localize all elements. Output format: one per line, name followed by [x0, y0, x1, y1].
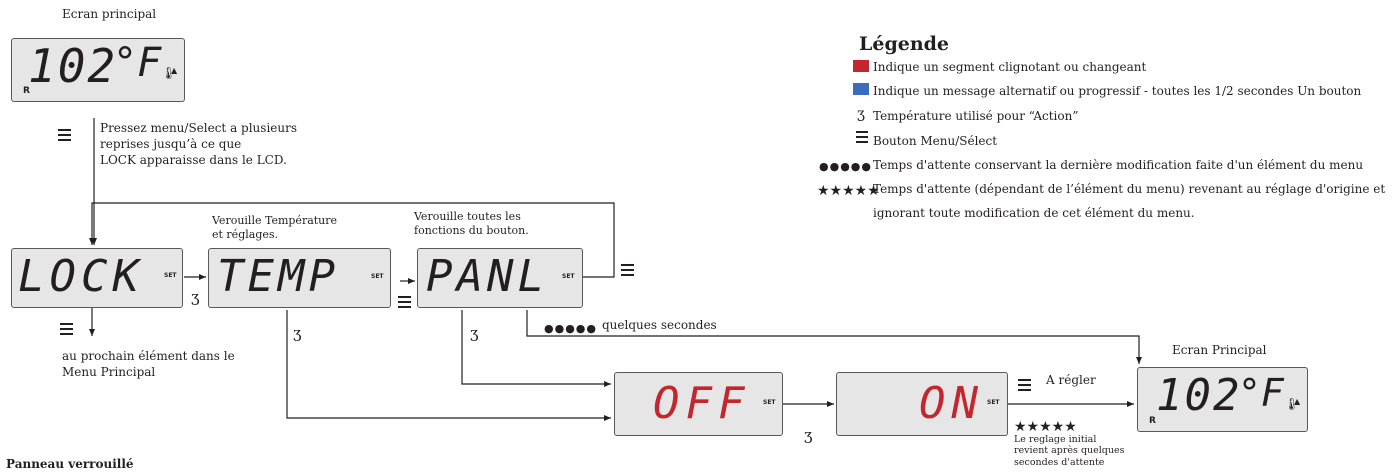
note-next-item-line-1: au prochain élément dans le	[62, 349, 235, 363]
legend-red-text: Indique un segment clignotant ou changea…	[873, 60, 1147, 74]
right-screen-title: Ecran Principal	[1172, 343, 1267, 357]
lcd-panl-text: PANL	[426, 251, 548, 302]
note-next-item: au prochain élément dans le Menu Princip…	[62, 348, 235, 380]
note-reset: Le reglage initial revient après quelque…	[1014, 434, 1125, 468]
lcd-on: ON SET	[836, 372, 1008, 436]
wait-dots-icon: ●●●●●	[544, 322, 597, 335]
lcd-temp: TEMP SET	[208, 248, 391, 308]
set-indicator: SET	[164, 272, 177, 279]
path-panl-to-off	[461, 310, 611, 387]
legend-blue-text: Indique un message alternatif ou progres…	[873, 84, 1362, 98]
note-reset-line-2: revient après quelques	[1014, 445, 1125, 457]
thermometer-icon: 🌡︎	[161, 66, 177, 80]
lcd-panl: PANL SET	[417, 248, 583, 308]
path-temp-to-off	[286, 310, 611, 421]
legend-stars-text-2: ignorant toute modification de cet éléme…	[873, 206, 1195, 220]
wait-stars-icon: ★★★★★	[817, 183, 880, 199]
note-lock-all-line-2: fonctions du bouton.	[414, 223, 529, 237]
right-lcd-display: 102 °F 🌡︎ ▲ R	[1137, 367, 1308, 432]
note-few-seconds: quelques secondes	[602, 318, 717, 332]
note-lock-temperature: Verouille Température et réglages.	[212, 214, 337, 242]
note-lock-all-line-1: Verouille toutes les	[414, 210, 521, 223]
top-display-unit: °F	[113, 40, 162, 86]
menu-select-button-icon	[1018, 379, 1031, 394]
note-lock-temp-line-1: Verouille Température	[212, 214, 338, 227]
note-reset-line-1: Le reglage initial	[1014, 434, 1097, 445]
note-lock-temp-line-2: et réglages.	[212, 227, 279, 241]
legend-dots-text: Temps d'attente conservant la dernière m…	[873, 158, 1364, 172]
temperature-button-icon: ʒ	[804, 426, 813, 444]
instruction-line-3: LOCK apparaisse dans le LCD.	[100, 153, 287, 168]
loop-panl-to-lock	[89, 202, 615, 278]
ready-label: R	[23, 86, 30, 96]
ready-label: R	[1149, 416, 1156, 426]
legend-menu-text: Bouton Menu/Sélect	[873, 134, 998, 148]
path-timeout-to-main	[526, 310, 1142, 364]
thermometer-icon: 🌡︎	[1284, 397, 1300, 411]
lcd-lock-text: LOCK	[18, 251, 144, 302]
right-display-value: 102	[1156, 370, 1242, 421]
set-indicator: SET	[763, 399, 776, 406]
note-to-adjust: A régler	[1046, 373, 1096, 387]
menu-select-button-icon	[856, 131, 868, 146]
lcd-off: OFF SET	[614, 372, 783, 436]
note-next-item-line-2: Menu Principal	[62, 365, 156, 380]
top-screen-title: Ecran principal	[62, 7, 157, 21]
top-display-value: 102	[28, 39, 118, 93]
instruction-press-menu: Pressez menu/Select a plusieurs reprises…	[100, 120, 297, 169]
legend-red-swatch	[853, 60, 869, 72]
wait-dots-icon: ●●●●●	[819, 160, 872, 173]
menu-select-button-icon	[398, 296, 411, 311]
menu-select-button-icon	[621, 264, 634, 279]
legend-title: Légende	[859, 33, 950, 55]
set-indicator: SET	[371, 273, 384, 280]
footer-title: Panneau verrouillé	[6, 457, 134, 471]
temperature-button-icon: ʒ	[857, 106, 865, 122]
lcd-lock: LOCK SET	[11, 248, 183, 308]
set-indicator: SET	[987, 399, 1000, 406]
lcd-on-text: ON	[919, 378, 984, 429]
temperature-button-icon: ʒ	[191, 288, 200, 306]
temperature-button-icon: ʒ	[293, 324, 302, 342]
top-lcd-display: 102 °F 🌡︎ ▲ R	[11, 38, 185, 102]
heat-arrow-icon: ▲	[1294, 397, 1301, 406]
set-indicator: SET	[562, 273, 575, 280]
note-lock-panel: Verouille toutes les fonctions du bouton…	[414, 210, 529, 238]
wait-stars-icon: ★★★★★	[1014, 419, 1077, 435]
note-reset-line-3: secondes d'attente	[1014, 456, 1105, 468]
right-display-unit: °F	[1238, 371, 1284, 415]
legend-blue-swatch	[853, 83, 869, 95]
legend-temp-text: Température utilisé pour “Action”	[873, 109, 1079, 123]
menu-select-button-icon	[60, 323, 73, 338]
legend-stars-text-1: Temps d'attente (dépendant de l’élément …	[873, 182, 1386, 196]
lcd-off-text: OFF	[653, 378, 751, 429]
temperature-button-icon: ʒ	[470, 324, 479, 342]
heat-arrow-icon: ▲	[171, 66, 178, 75]
menu-select-button-icon	[58, 129, 71, 144]
instruction-line-2: reprises jusqu’à ce que	[100, 137, 242, 152]
instruction-line-1: Pressez menu/Select a plusieurs	[100, 121, 298, 135]
lcd-temp-text: TEMP	[217, 251, 339, 302]
